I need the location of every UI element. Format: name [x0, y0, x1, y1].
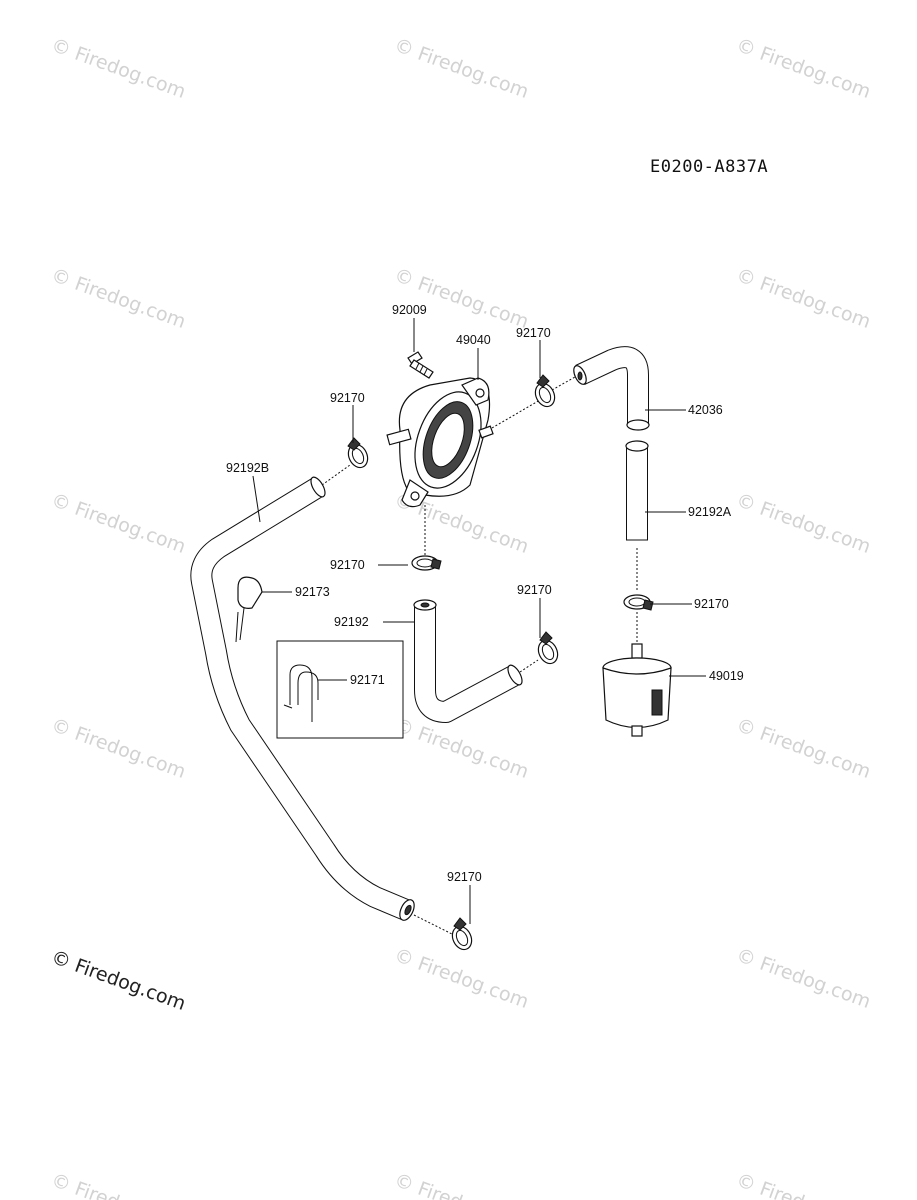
leader-lines [252, 318, 706, 935]
label-92170: 92170 [447, 870, 482, 884]
watermark: © Firedog.com [48, 714, 188, 783]
label-49019: 49019 [709, 669, 744, 683]
clamp-92170-left [347, 437, 369, 469]
fuel-filter-49019 [602, 643, 672, 737]
watermark: © Firedog.com [48, 34, 188, 103]
watermark: © Firedog.com [733, 489, 873, 558]
watermark: © Firedog.com [391, 264, 531, 333]
hose-92192A [625, 440, 649, 541]
hose-92192 [413, 599, 523, 723]
label-42036: 42036 [688, 403, 723, 417]
label-92192A: 92192A [688, 505, 732, 519]
clamp-92170-bottom [451, 917, 473, 951]
hose-42036 [573, 346, 650, 431]
watermark: © Firedog.com [391, 34, 531, 103]
label-92173: 92173 [295, 585, 330, 599]
screw-92009 [407, 351, 434, 379]
label-92170: 92170 [517, 583, 552, 597]
fuel-pump-49040 [386, 377, 494, 508]
label-92009: 92009 [392, 303, 427, 317]
hose-92192B [190, 476, 415, 921]
watermark: © Firedog.com [48, 1169, 188, 1200]
watermark: © Firedog.com [733, 264, 873, 333]
clip-92171-box [276, 640, 404, 739]
label-92192: 92192 [334, 615, 369, 629]
copyright-mark: © Firedog.com [48, 946, 188, 1015]
watermark: © Firedog.com [733, 714, 873, 783]
clamp-92170-top [534, 374, 556, 408]
label-92170: 92170 [330, 558, 365, 572]
watermark: © Firedog.com [391, 714, 531, 783]
watermark-grid: © Firedog.com © Firedog.com © Firedog.co… [48, 34, 873, 1200]
label-92171: 92171 [350, 673, 385, 687]
clamp-92170-filter [623, 594, 654, 611]
clamp-92170-right [537, 631, 559, 665]
label-92170: 92170 [516, 326, 551, 340]
clamp-92170-mid [411, 555, 442, 571]
watermark: © Firedog.com [733, 34, 873, 103]
clip-92173 [235, 576, 263, 643]
label-92192B: 92192B [226, 461, 269, 475]
watermark: © Firedog.com [48, 489, 188, 558]
label-49040: 49040 [456, 333, 491, 347]
label-92170: 92170 [330, 391, 365, 405]
watermark: © Firedog.com [733, 944, 873, 1013]
watermark: © Firedog.com [733, 1169, 873, 1200]
watermark: © Firedog.com [48, 264, 188, 333]
callout-labels: 92009 49040 92170 92170 42036 92192B 921… [226, 303, 744, 884]
label-92170: 92170 [694, 597, 729, 611]
watermark: © Firedog.com [391, 944, 531, 1013]
drawing-code: E0200-A837A [650, 157, 768, 177]
svg-text:© Firedog.com: © Firedog.com [48, 946, 188, 1015]
watermark: © Firedog.com [391, 1169, 531, 1200]
